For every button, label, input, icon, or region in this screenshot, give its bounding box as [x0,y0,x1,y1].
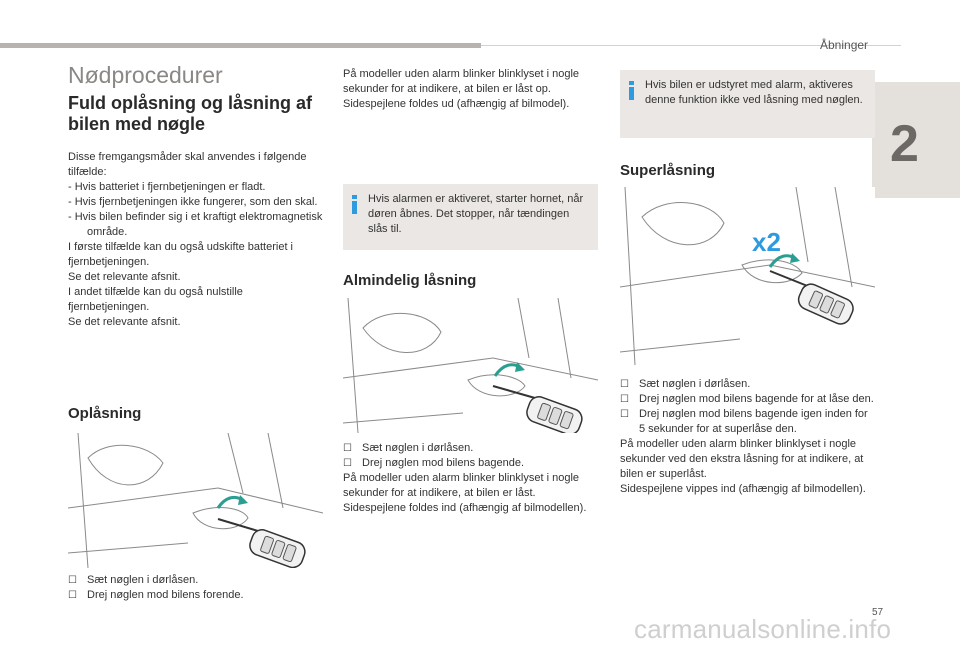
lock-title: Almindelig låsning [343,272,477,289]
paragraph: Sidespejlene foldes ud (afhængig af bilm… [343,98,570,110]
lock-heading-wrap: Almindelig låsning [343,272,598,289]
info-icon [352,195,359,214]
info-box-alarm: Hvis alarmen er aktiveret, starter horne… [343,184,598,250]
unlock-step: ☐Drej nøglen mod bilens forende. [68,589,244,601]
lock-step: ☐Drej nøglen mod bilens bagende. [343,457,525,469]
paragraph: På modeller uden alarm blinker blinklyse… [343,472,580,499]
repeat-badge: x2 [752,227,781,257]
column-2: På modeller uden alarm blinker blinklyse… [343,67,598,112]
paragraph: I første tilfælde kan du også udskifte b… [68,241,294,268]
superlock-title: Superlåsning [620,162,716,179]
unlock-heading-wrap: Oplåsning [68,405,323,422]
superlock-step: ☐Sæt nøglen i dørlåsen. [620,378,751,390]
checkbox-icon: ☐ [68,590,77,601]
unlock-title: Oplåsning [68,405,142,422]
checkbox-icon: ☐ [620,379,629,390]
chapter-number: 2 [890,115,919,173]
column-1: Nødprocedurer Fuld oplåsning og låsning … [68,62,323,330]
info-text: Hvis bilen er udstyret med alarm, aktive… [645,79,863,106]
superlock-section: ☐Sæt nøglen i dørlåsen. ☐Drej nøglen mod… [620,377,875,497]
intro-text: Disse fremgangsmåder skal anvendes i føl… [68,151,307,178]
paragraph: Sidespejlene vippes ind (afhængig af bil… [620,483,866,495]
info-box-superlock: Hvis bilen er udstyret med alarm, aktive… [620,70,875,138]
lock-illustration [343,298,598,433]
case-item: - Hvis bilen befinder sig i et kraftigt … [68,211,323,238]
paragraph: I andet tilfælde kan du også nulstille f… [68,286,243,313]
section-name: Åbninger [820,38,869,52]
checkbox-icon: ☐ [343,443,352,454]
superlock-heading-wrap: Superlåsning [620,162,875,179]
page-number: 57 [872,607,884,618]
checkbox-icon: ☐ [343,458,352,469]
header-rule [0,43,481,48]
paragraph: Sidespejlene foldes ind (afhængig af bil… [343,502,587,514]
unlock-step: ☐Sæt nøglen i dørlåsen. [68,574,199,586]
superlock-illustration: x2 [620,187,875,365]
lock-step: ☐Sæt nøglen i dørlåsen. [343,442,474,454]
info-text: Hvis alarmen er aktiveret, starter horne… [368,193,584,235]
header-rule-thin [481,45,901,46]
checkbox-icon: ☐ [68,575,77,586]
paragraph: På modeller uden alarm blinker blinklyse… [343,68,580,95]
chapter-tab [872,82,960,198]
paragraph: På modeller uden alarm blinker blinklyse… [620,438,864,480]
unlock-steps: ☐Sæt nøglen i dørlåsen. ☐Drej nøglen mod… [68,573,323,603]
checkbox-icon: ☐ [620,409,629,420]
superlock-step: ☐Drej nøglen mod bilens bagende igen ind… [620,408,868,435]
superlock-step: ☐Drej nøglen mod bilens bagende for at l… [620,393,874,405]
case-item: - Hvis fjernbetjeningen ikke fungerer, s… [68,196,318,208]
section-title: Fuld oplåsning og låsning af bilen med n… [68,93,312,134]
watermark: carmanualsonline.info [634,614,892,644]
paragraph: Se det relevante afsnit. [68,271,181,283]
unlock-illustration [68,433,323,568]
lock-section: ☐Sæt nøglen i dørlåsen. ☐Drej nøglen mod… [343,441,598,516]
case-item: - Hvis batteriet i fjernbetjeningen er f… [68,181,266,193]
info-icon [629,81,636,100]
page-title: Nødprocedurer [68,62,223,88]
checkbox-icon: ☐ [620,394,629,405]
paragraph: Se det relevante afsnit. [68,316,181,328]
